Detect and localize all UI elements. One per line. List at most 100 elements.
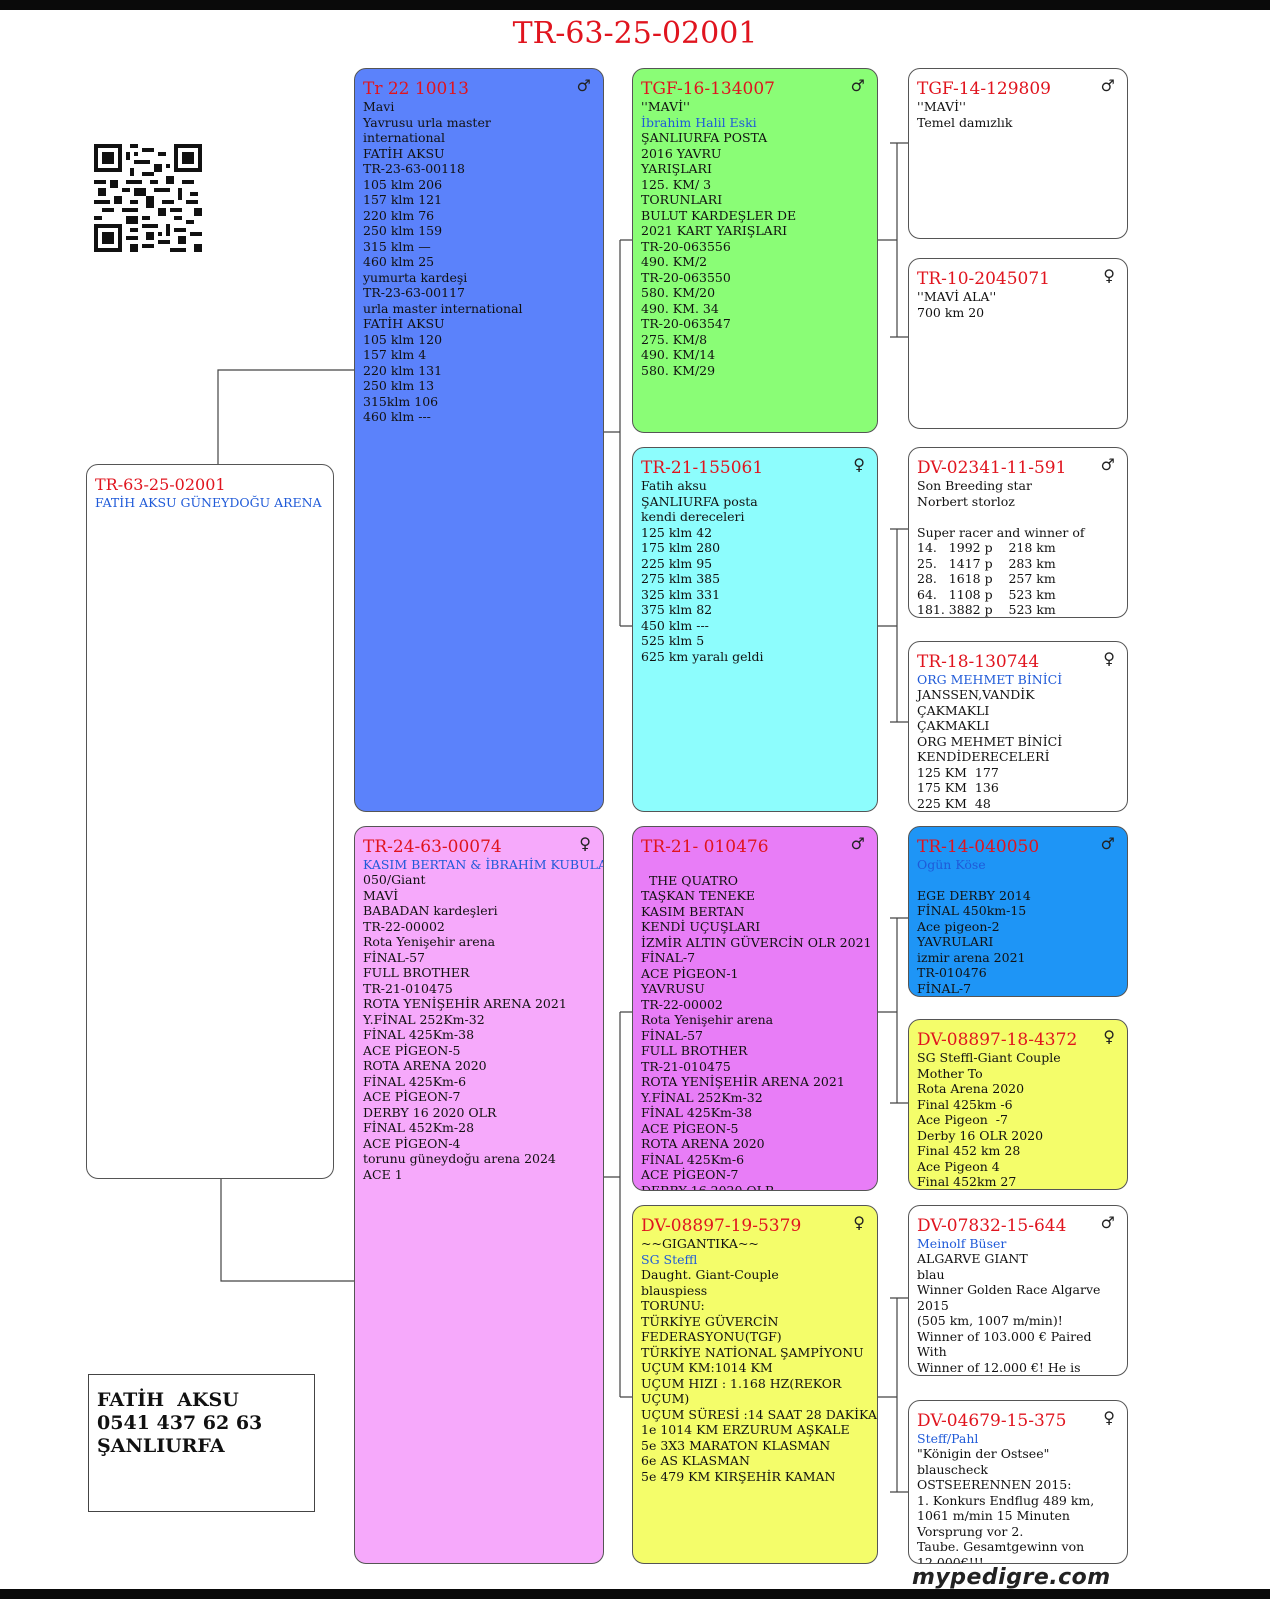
male-symbol-icon: ♂ (576, 76, 591, 95)
root-ring-number: TR-63-25-02001 (95, 475, 226, 494)
info-line: Fatih aksu (641, 478, 707, 493)
info-line: torunu güneydoğu arena 2024 (363, 1151, 556, 1166)
info-line: 5e 3X3 MARATON KLASMAN (641, 1437, 831, 1453)
ring-number: TR-14-040050 (917, 837, 1040, 857)
info-line: TR-23-63-00117 (363, 285, 465, 300)
info-line: İZMİR ALTIN GÜVERCİN OLR 2021 (641, 934, 872, 950)
info-line: FEDERASYONU(TGF) (641, 1329, 782, 1344)
info-line: ~~GIGANTIKA~~ (641, 1236, 759, 1251)
info-line: TR-21-010475 (641, 1058, 731, 1074)
info-line: yumurta kardeşi (363, 269, 468, 285)
info-line: 525 klm 5 (641, 633, 705, 648)
info-line: TORUNLARI (641, 192, 723, 207)
info-line: 2016 YAVRU (641, 145, 722, 161)
info-line: urla master international (363, 300, 523, 316)
info-line: İbrahim Halil Eski (641, 114, 757, 130)
info-line: 5e 479 KM KIRŞEHİR KAMAN (641, 1468, 836, 1484)
info-line: kendi dereceleri (641, 509, 745, 524)
info-line: ACE PİGEON-4 (363, 1135, 461, 1151)
info-line: Y.FİNAL 252Km-32 (641, 1089, 763, 1105)
info-line: 125 klm 42 (641, 524, 713, 540)
info-line: FİNAL 452Km-28 (363, 1120, 475, 1135)
female-symbol-icon: ♀ (1103, 1408, 1115, 1427)
info-line: 64. 1108 p 523 km (917, 586, 1056, 602)
info-line: Rota Yenişehir arena (363, 934, 496, 949)
root-pigeon-card[interactable]: TR-63-25-02001 FATİH AKSU GÜNEYDOĞU AREN… (86, 464, 334, 1179)
ring-number: TR-21-155061 (641, 458, 764, 478)
info-line: 050/Giant (363, 872, 426, 887)
ring-number: DV-08897-18-4372 (917, 1030, 1078, 1050)
info-line: BABADAN kardeşleri (363, 903, 498, 918)
breeder-name: Ogün Köse (917, 857, 986, 872)
info-line: Final 452km 27 (917, 1174, 1017, 1189)
info-line: KENDİDERECELERİ (917, 749, 1050, 764)
info-line: UÇUM HIZI : 1.168 HZ(REKOR (641, 1375, 842, 1391)
info-line: TR-20-063550 (641, 269, 731, 285)
info-line: ROTA ARENA 2020 (641, 1136, 765, 1151)
pedigree-card-ssd[interactable]: TR-10-2045071♀''MAVİ ALA''700 km 20 (908, 258, 1128, 429)
bottom-border (0, 1589, 1270, 1599)
info-line: Rota Yenişehir arena (641, 1012, 774, 1027)
pedigree-card-sss[interactable]: TGF-14-129809♂''MAVİ''Temel damızlık (908, 68, 1128, 239)
ring-number: TR-10-2045071 (917, 269, 1050, 289)
info-line: 375 klm 82 (641, 602, 713, 617)
info-line: 250 klm 13 (363, 378, 435, 393)
info-line: ''MAVİ ALA'' (917, 289, 997, 304)
info-line: 1e 1014 KM ERZURUM AŞKALE (641, 1422, 850, 1437)
info-line: 275. KM/8 (641, 331, 708, 347)
ring-number: DV-04679-15-375 (917, 1411, 1067, 1431)
info-line: FİNAL 450km-15 (917, 903, 1027, 918)
info-line: 220 klm 76 (363, 207, 435, 223)
ring-number: TR-18-130744 (917, 652, 1040, 672)
info-line: Final 452 km 28 (917, 1143, 1021, 1158)
info-line: Winner of 103.000 € Paired (917, 1328, 1092, 1344)
info-line: Yavrusu urla master (363, 114, 491, 130)
pedigree-card-ddd[interactable]: DV-04679-15-375♀Steff/Pahl"Königin der O… (908, 1400, 1128, 1564)
info-line: Son Breeding star (917, 478, 1032, 493)
info-line: Final 425km -6 (917, 1096, 1013, 1112)
info-line: FİNAL-7 (641, 950, 696, 965)
info-line: Ace pigeon-2 (917, 918, 1000, 934)
info-line: FİNAL 425Km-6 (641, 1151, 745, 1167)
info-line: 157 klm 4 (363, 347, 427, 362)
pedigree-card-dam[interactable]: TR-24-63-00074♀KASIM BERTAN & İBRAHİM KU… (354, 826, 604, 1564)
ring-number: TR-24-63-00074 (363, 837, 502, 857)
info-line: Daught. Giant-Couple (641, 1267, 779, 1282)
pedigree-card-ss[interactable]: TGF-16-134007♂''MAVİ''İbrahim Halil Eski… (632, 68, 878, 433)
info-line: FATİH AKSU (363, 316, 445, 331)
top-border (0, 0, 1270, 10)
info-line: SG Steffl-Giant Couple (917, 1050, 1061, 1065)
info-line: Norbert storloz (917, 493, 1015, 509)
info-line: FİNAL 425Km-6 (363, 1073, 467, 1089)
info-line: FİNAL-57 (363, 949, 426, 965)
info-line: 220 klm 131 (363, 362, 443, 378)
breeder-name: ORG MEHMET BİNİCİ (917, 672, 1063, 687)
info-line: MAVİ (363, 887, 399, 903)
info-line: TR-010476 (917, 965, 987, 980)
info-line: TÜRKİYE NATİONAL ŞAMPİYONU (641, 1344, 864, 1360)
qr-code-icon (94, 144, 202, 252)
info-line: 460 klm --- (363, 409, 431, 424)
info-line: TR-20-063547 (641, 316, 731, 331)
info-line: 1. Konkurs Endflug 489 km, (917, 1492, 1095, 1508)
info-line: blauscheck (917, 1461, 988, 1477)
info-line: Temel damızlık (917, 114, 1013, 130)
owner-name: FATİH AKSU (97, 1389, 239, 1411)
info-line: ŞANLIURFA posta (641, 493, 758, 509)
info-line: ACE PİGEON-5 (641, 1120, 739, 1136)
info-line: ALGARVE GIANT (917, 1251, 1028, 1266)
info-line (641, 857, 867, 873)
info-line: ACE PİGEON-5 (363, 1042, 461, 1058)
male-symbol-icon: ♂ (1100, 76, 1115, 95)
info-line: FİNAL 425Km-38 (363, 1027, 475, 1042)
ring-number: DV-07832-15-644 (917, 1216, 1067, 1236)
